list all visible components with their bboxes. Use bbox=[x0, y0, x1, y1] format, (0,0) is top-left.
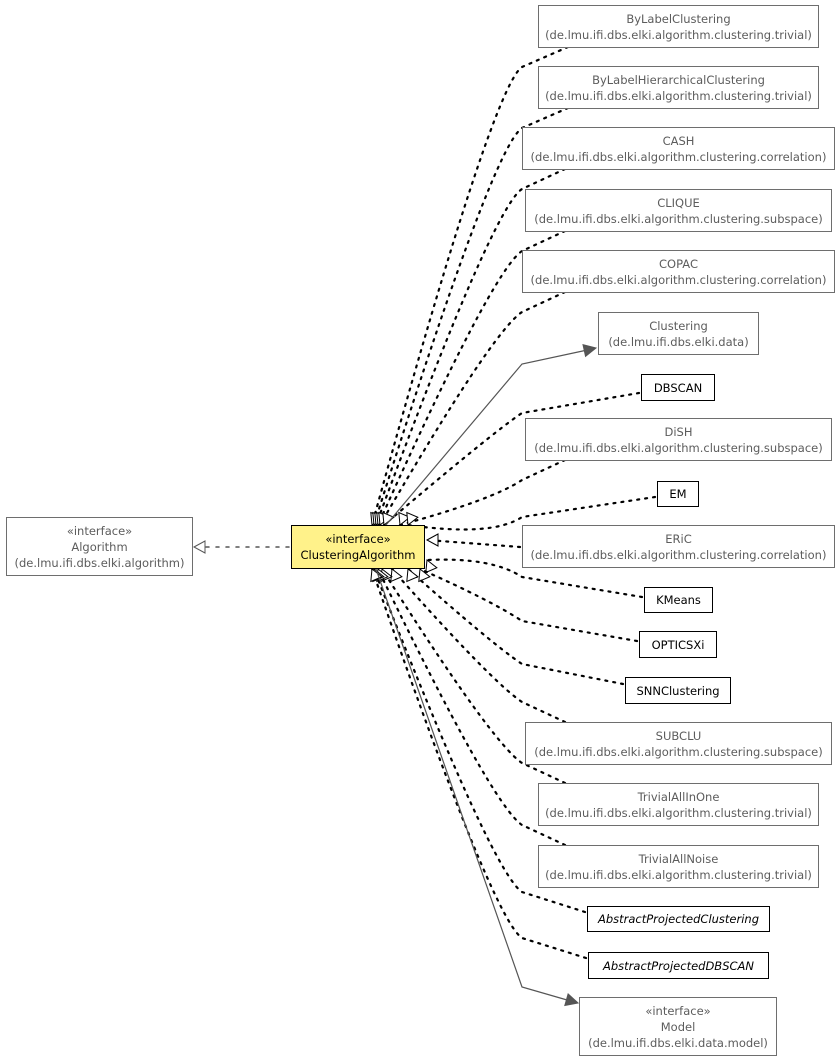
model-node[interactable]: «interface» Model (de.lmu.ifi.dbs.elki.d… bbox=[579, 997, 777, 1056]
implementation-arrowhead-opticsxi bbox=[418, 568, 431, 583]
class-package: (de.lmu.ifi.dbs.elki.algorithm.clusterin… bbox=[530, 272, 827, 287]
class-name: CASH bbox=[662, 133, 695, 148]
class-node-bylabelhierarchicalclustering[interactable]: ByLabelHierarchicalClustering (de.lmu.if… bbox=[538, 66, 819, 109]
realization-arrowhead bbox=[192, 540, 206, 554]
implementation-edge-bylabelclustering bbox=[370, 45, 570, 527]
class-name: SNNClustering bbox=[636, 683, 720, 698]
class-name: SUBCLU bbox=[655, 728, 702, 743]
class-package: (de.lmu.ifi.dbs.elki.algorithm.clusterin… bbox=[530, 547, 827, 562]
class-name: TrivialAllInOne bbox=[637, 789, 720, 804]
class-name: TrivialAllNoise bbox=[638, 851, 719, 866]
implementation-edge-dish bbox=[398, 458, 567, 527]
class-name: ByLabelClustering bbox=[626, 11, 731, 26]
association-arrowhead-model bbox=[564, 993, 580, 1007]
implementation-edge-abstractprojecteddbscan bbox=[370, 567, 588, 960]
class-node-dbscan[interactable]: DBSCAN bbox=[641, 374, 715, 401]
implementation-edge-snnclustering bbox=[406, 567, 625, 686]
implementation-edge-subclu bbox=[390, 567, 567, 724]
implementation-edge-clique bbox=[376, 229, 567, 527]
association-edge-model bbox=[375, 568, 575, 1003]
diagram-edges bbox=[192, 45, 657, 1007]
class-package: (de.lmu.ifi.dbs.elki.algorithm.clusterin… bbox=[545, 88, 812, 103]
class-package: (de.lmu.ifi.dbs.elki.algorithm.clusterin… bbox=[545, 867, 812, 882]
implementation-edge-eric bbox=[425, 538, 522, 549]
implementation-edge-trivialallinone bbox=[380, 567, 567, 785]
algorithm-node[interactable]: «interface» Algorithm (de.lmu.ifi.dbs.el… bbox=[6, 517, 193, 576]
class-node-cash[interactable]: CASH (de.lmu.ifi.dbs.elki.algorithm.clus… bbox=[522, 127, 835, 170]
class-package: (de.lmu.ifi.dbs.elki.algorithm.clusterin… bbox=[545, 27, 812, 42]
class-node-eric[interactable]: ERiC (de.lmu.ifi.dbs.elki.algorithm.clus… bbox=[522, 525, 835, 568]
association-arrowhead-clustering bbox=[582, 343, 598, 358]
implementation-edge-copac bbox=[378, 290, 567, 527]
class-node-abstractprojectedclustering[interactable]: AbstractProjectedClustering bbox=[587, 906, 770, 932]
class-node-em[interactable]: EM bbox=[657, 481, 699, 507]
class-name: AbstractProjectedDBSCAN bbox=[603, 958, 754, 973]
class-package: (de.lmu.ifi.dbs.elki.algorithm.clusterin… bbox=[534, 440, 823, 455]
implementation-edge-bylabelhierarchicalclustering bbox=[372, 106, 570, 527]
class-node-kmeans[interactable]: KMeans bbox=[644, 587, 713, 613]
class-name: DBSCAN bbox=[653, 380, 703, 395]
class-node-dish[interactable]: DiSH (de.lmu.ifi.dbs.elki.algorithm.clus… bbox=[525, 418, 832, 461]
class-package: (de.lmu.ifi.dbs.elki.algorithm.clusterin… bbox=[545, 805, 812, 820]
focus-name: ClusteringAlgorithm bbox=[300, 548, 416, 562]
implementation-edge-opticsxi bbox=[418, 567, 639, 643]
algorithm-name: Algorithm bbox=[71, 539, 128, 554]
implementation-arrowhead-snnclustering bbox=[406, 568, 419, 583]
class-node-trivialallnoise[interactable]: TrivialAllNoise (de.lmu.ifi.dbs.elki.alg… bbox=[538, 845, 819, 888]
implementation-arrowhead-dish bbox=[398, 511, 411, 526]
class-name: ERiC bbox=[665, 531, 692, 546]
implementation-arrowhead-kmeans bbox=[425, 559, 438, 574]
class-name: DiSH bbox=[664, 424, 693, 439]
association-edge-clustering bbox=[385, 348, 593, 526]
class-name: ByLabelHierarchicalClustering bbox=[592, 72, 765, 87]
class-name: AbstractProjectedClustering bbox=[597, 912, 760, 926]
focus-stereotype: «interface» bbox=[325, 532, 391, 546]
class-name: EM bbox=[669, 487, 687, 501]
implementation-edge-em bbox=[406, 495, 657, 531]
implementation-arrowhead-eric bbox=[425, 533, 439, 547]
implementation-arrowhead-em bbox=[406, 511, 419, 526]
class-name: COPAC bbox=[659, 256, 698, 271]
class-name: KMeans bbox=[656, 593, 701, 607]
algorithm-package: (de.lmu.ifi.dbs.elki.algorithm) bbox=[14, 555, 185, 570]
class-node-snnclustering[interactable]: SNNClustering bbox=[625, 677, 731, 704]
class-node-subclu[interactable]: SUBCLU (de.lmu.ifi.dbs.elki.algorithm.cl… bbox=[525, 722, 832, 765]
implementation-edge-trivialallnoise bbox=[376, 567, 567, 847]
implementation-edge-dbscan bbox=[382, 391, 641, 527]
model-package: (de.lmu.ifi.dbs.elki.data.model) bbox=[588, 1035, 768, 1050]
implementation-edge-abstractprojectedclustering bbox=[372, 567, 587, 914]
class-name: Clustering bbox=[649, 318, 708, 333]
class-node-clustering[interactable]: Clustering (de.lmu.ifi.dbs.elki.data) bbox=[598, 312, 759, 355]
class-package: (de.lmu.ifi.dbs.elki.data) bbox=[608, 334, 749, 349]
class-package: (de.lmu.ifi.dbs.elki.algorithm.clusterin… bbox=[530, 149, 827, 164]
class-name: CLIQUE bbox=[657, 195, 700, 210]
class-node-abstractprojecteddbscan[interactable]: AbstractProjectedDBSCAN bbox=[588, 952, 769, 979]
class-name: OPTICSXi bbox=[651, 637, 705, 652]
class-package: (de.lmu.ifi.dbs.elki.algorithm.clusterin… bbox=[534, 744, 823, 759]
class-node-bylabelclustering[interactable]: ByLabelClustering (de.lmu.ifi.dbs.elki.a… bbox=[538, 5, 819, 48]
class-node-opticsxi[interactable]: OPTICSXi bbox=[639, 631, 717, 658]
algorithm-stereotype: «interface» bbox=[66, 523, 133, 538]
class-package: (de.lmu.ifi.dbs.elki.algorithm.clusterin… bbox=[534, 211, 823, 226]
class-node-clique[interactable]: CLIQUE (de.lmu.ifi.dbs.elki.algorithm.cl… bbox=[525, 189, 832, 232]
clustering-algorithm-node[interactable]: «interface» ClusteringAlgorithm bbox=[291, 525, 425, 569]
implementation-edge-cash bbox=[374, 167, 567, 527]
class-node-copac[interactable]: COPAC (de.lmu.ifi.dbs.elki.algorithm.clu… bbox=[522, 250, 835, 293]
implementation-edge-kmeans bbox=[425, 558, 644, 599]
class-node-trivialallinone[interactable]: TrivialAllInOne (de.lmu.ifi.dbs.elki.alg… bbox=[538, 783, 819, 826]
implementation-arrowhead-subclu bbox=[390, 568, 403, 583]
model-stereotype: «interface» bbox=[645, 1003, 711, 1018]
model-name: Model bbox=[660, 1019, 696, 1034]
